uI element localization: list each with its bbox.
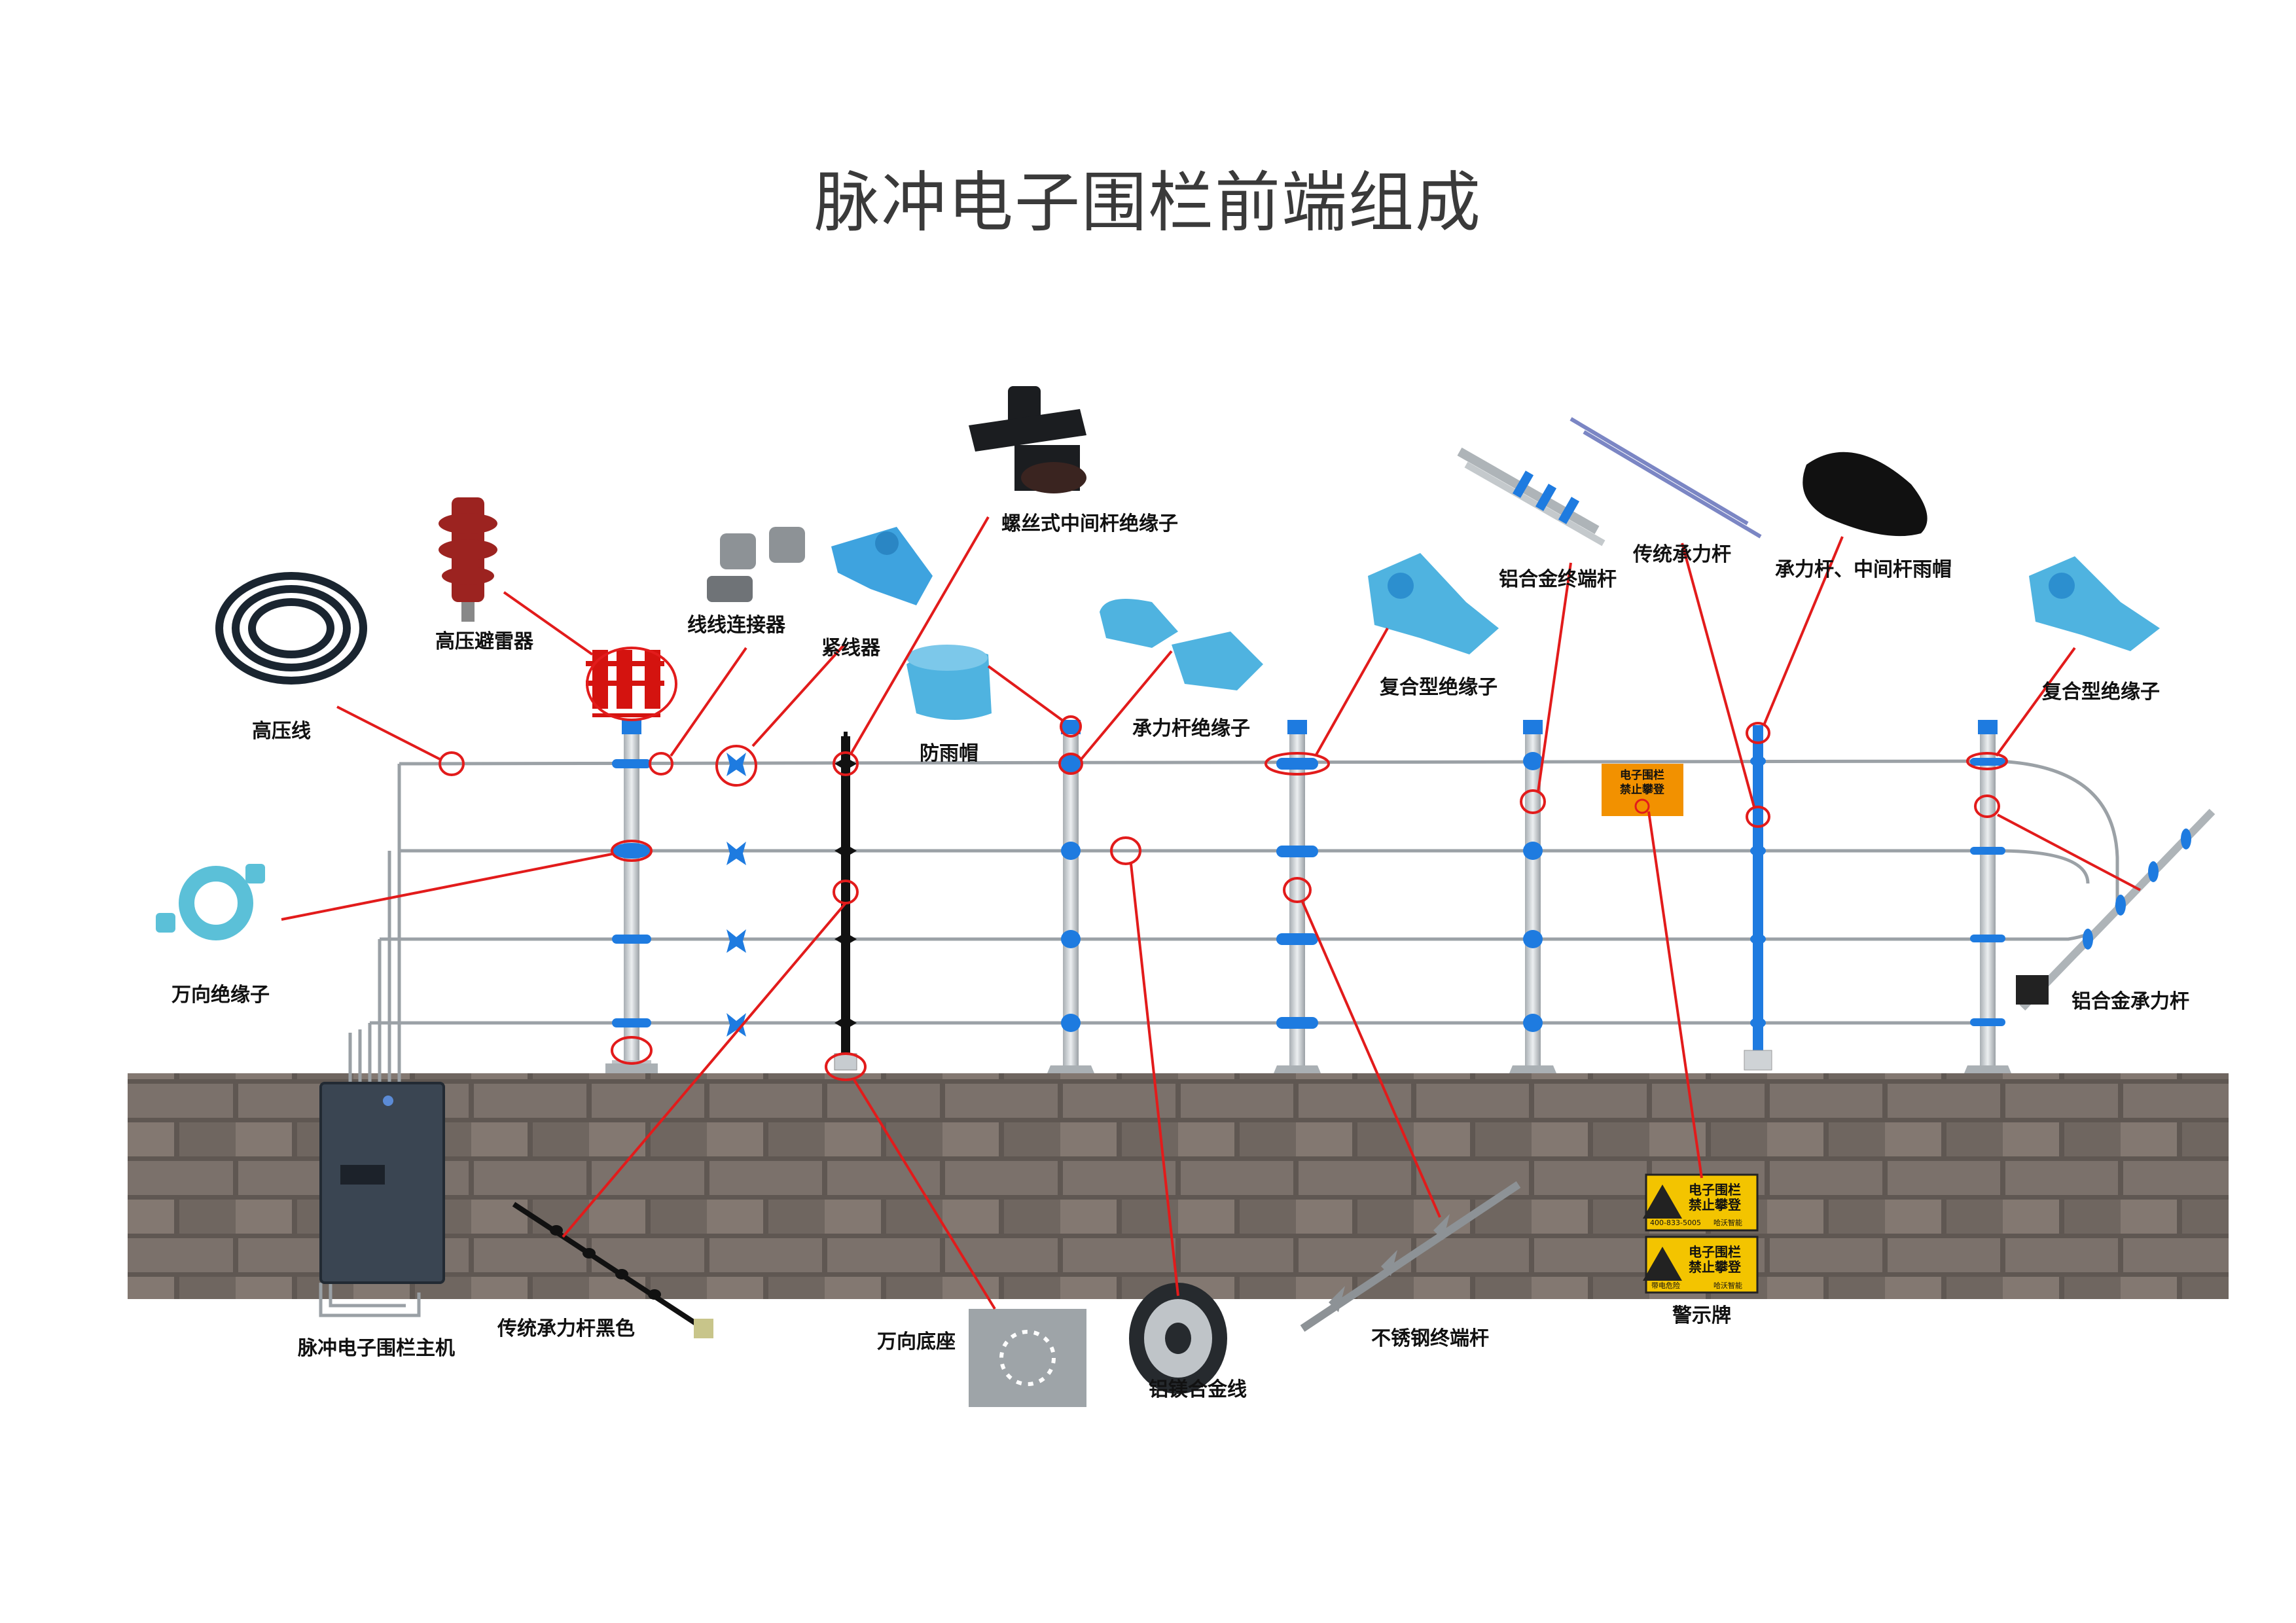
connector-image bbox=[707, 527, 805, 602]
al-terminal-image bbox=[1457, 447, 1605, 546]
pole-3-black bbox=[834, 732, 857, 1071]
sign2-brand: 哈沃智能 bbox=[1713, 1281, 1742, 1290]
label-composite-insulator-2: 复合型绝缘子 bbox=[2042, 681, 2160, 704]
label-stress-insulator: 承力杆绝缘子 bbox=[1132, 717, 1250, 740]
callouts bbox=[281, 516, 2141, 1310]
label-al-stress-rod: 铝合金承力杆 bbox=[2072, 990, 2189, 1013]
arrester-image bbox=[439, 497, 497, 622]
pole-cap-image bbox=[1803, 452, 1928, 537]
tensioner-image bbox=[831, 527, 933, 605]
label-pole-caps: 承力杆、中间杆雨帽 bbox=[1775, 558, 1952, 581]
plate-line2: 禁止攀登 bbox=[1620, 783, 1665, 796]
stress-insulator-image bbox=[1100, 599, 1263, 690]
pole-7-blue bbox=[1744, 725, 1772, 1071]
pole-4 bbox=[1047, 720, 1094, 1073]
label-trad-stress-black: 传统承力杆黑色 bbox=[497, 1317, 635, 1340]
label-hv-wire: 高压线 bbox=[252, 720, 311, 743]
trad-stress-black-image bbox=[512, 1202, 713, 1338]
screw-insulator-image bbox=[969, 386, 1086, 493]
pole-8 bbox=[1964, 720, 2011, 1073]
sign2-line3: 带电危险 bbox=[1651, 1281, 1680, 1290]
page-title: 脉冲电子围栏前端组成 bbox=[814, 164, 1482, 241]
al-mg-wire-spool-image bbox=[1129, 1283, 1227, 1394]
warning-sign-image: 电子围栏 禁止攀登 400-833-5005 哈沃智能 电子围栏 禁止攀登 带电… bbox=[1643, 1173, 1759, 1294]
sign1-line1: 电子围栏 bbox=[1689, 1182, 1741, 1198]
label-warning-sign: 警示牌 bbox=[1672, 1304, 1731, 1327]
label-screw-insulator: 螺丝式中间杆绝缘子 bbox=[1001, 512, 1178, 535]
al-stress-rod-image bbox=[2016, 808, 2215, 1011]
ss-terminal-image bbox=[1300, 1181, 1521, 1332]
sign2-line1: 电子围栏 bbox=[1689, 1244, 1741, 1260]
fence-warning-plate: 电子围栏 禁止攀登 bbox=[1602, 764, 1683, 816]
composite-insulator-image-2 bbox=[2029, 556, 2160, 651]
universal-insulator-image bbox=[156, 864, 265, 940]
composite-insulator-image-1 bbox=[1368, 553, 1499, 654]
label-ss-terminal: 不锈钢终端杆 bbox=[1371, 1327, 1489, 1350]
sign1-line2: 禁止攀登 bbox=[1689, 1197, 1742, 1213]
label-connector: 线线连接器 bbox=[687, 614, 785, 637]
label-trad-stress-rod: 传统承力杆 bbox=[1633, 543, 1731, 566]
label-arrester: 高压避雷器 bbox=[435, 630, 533, 653]
sign1-phone: 400-833-5005 bbox=[1650, 1219, 1701, 1227]
label-universal-base: 万向底座 bbox=[877, 1330, 956, 1353]
label-tensioner: 紧线器 bbox=[821, 637, 880, 660]
sign2-line2: 禁止攀登 bbox=[1689, 1259, 1742, 1275]
screw-insulators-black bbox=[834, 757, 857, 1029]
universal-base-image bbox=[969, 1309, 1086, 1407]
trad-stress-rod-image bbox=[1570, 417, 1762, 539]
label-composite-insulator-1: 复合型绝缘子 bbox=[1380, 676, 1498, 699]
host-unit-image bbox=[319, 1082, 445, 1284]
label-rain-cap: 防雨帽 bbox=[920, 742, 978, 765]
label-universal-insulator: 万向绝缘子 bbox=[171, 984, 270, 1007]
pole-6 bbox=[1509, 720, 1556, 1073]
label-al-terminal: 铝合金终端杆 bbox=[1499, 568, 1617, 591]
pole-5 bbox=[1274, 720, 1321, 1073]
hv-wire-coil-image bbox=[215, 572, 367, 685]
wire-insulators bbox=[612, 752, 2005, 1037]
sign1-brand: 哈沃智能 bbox=[1713, 1218, 1742, 1227]
label-host: 脉冲电子围栏主机 bbox=[298, 1337, 455, 1360]
brick-wall bbox=[128, 1073, 2229, 1299]
label-al-mg-wire: 铝镁合金线 bbox=[1149, 1378, 1247, 1401]
rain-cap-image bbox=[906, 645, 992, 720]
plate-line1: 电子围栏 bbox=[1620, 768, 1664, 782]
pole-1 bbox=[605, 720, 658, 1073]
